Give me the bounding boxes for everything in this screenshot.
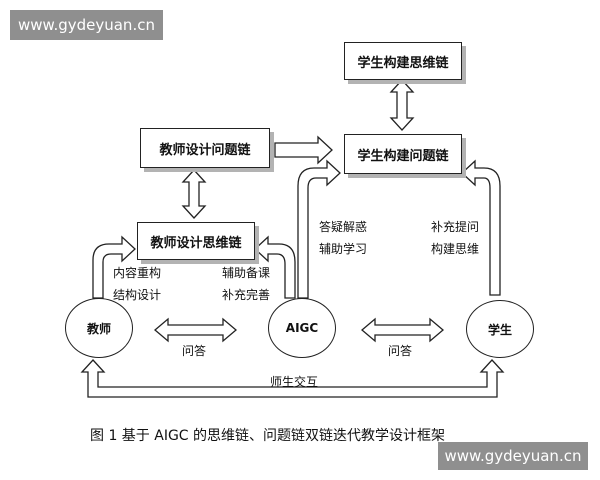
double-arrow-teacher-student-loop bbox=[80, 359, 505, 398]
arrow-teacher-to-thinking-chain bbox=[92, 235, 136, 299]
label-teacher-student-interaction: 师生交互 bbox=[270, 375, 319, 389]
watermark-bottom: www.gydeyuan.cn bbox=[438, 442, 588, 470]
label-assist-prep: 辅助备课 bbox=[222, 266, 271, 280]
watermark-top: www.gydeyuan.cn bbox=[10, 10, 163, 40]
label-supplement-questioning: 补充提问 bbox=[431, 220, 480, 234]
arrow-student-to-question-chain bbox=[461, 159, 501, 296]
node-teacher-question-chain: 教师设计问题链 bbox=[140, 128, 270, 168]
node-student-question-chain: 学生构建问题链 bbox=[344, 134, 462, 174]
label-qa-left: 问答 bbox=[182, 344, 207, 358]
figure-caption: 图 1 基于 AIGC 的思维链、问题链双链迭代教学设计框架 bbox=[90, 428, 446, 444]
label-structure-design: 结构设计 bbox=[113, 288, 162, 302]
double-arrow-teacher-chains bbox=[181, 169, 207, 219]
label-build-thinking: 构建思维 bbox=[431, 242, 480, 256]
label-qa-right: 问答 bbox=[388, 344, 413, 358]
arrow-aigc-to-thinking-chain bbox=[254, 235, 296, 299]
arrow-question-chain-transfer bbox=[274, 135, 333, 165]
label-assist-learning: 辅助学习 bbox=[319, 242, 368, 256]
label-content-restructure: 内容重构 bbox=[113, 266, 162, 280]
double-arrow-teacher-aigc bbox=[153, 317, 238, 343]
node-teacher-thinking-chain: 教师设计思维链 bbox=[137, 222, 255, 260]
double-arrow-student-chains bbox=[389, 79, 415, 131]
arrow-aigc-to-student-question-chain bbox=[297, 159, 341, 299]
node-aigc: AIGC bbox=[268, 298, 336, 358]
node-student-thinking-chain: 学生构建思维链 bbox=[344, 42, 462, 80]
label-supplement-improve: 补充完善 bbox=[222, 288, 271, 302]
double-arrow-aigc-student bbox=[360, 317, 445, 343]
node-teacher: 教师 bbox=[65, 298, 133, 358]
label-answer-questions: 答疑解惑 bbox=[319, 220, 368, 234]
node-student: 学生 bbox=[466, 300, 534, 358]
